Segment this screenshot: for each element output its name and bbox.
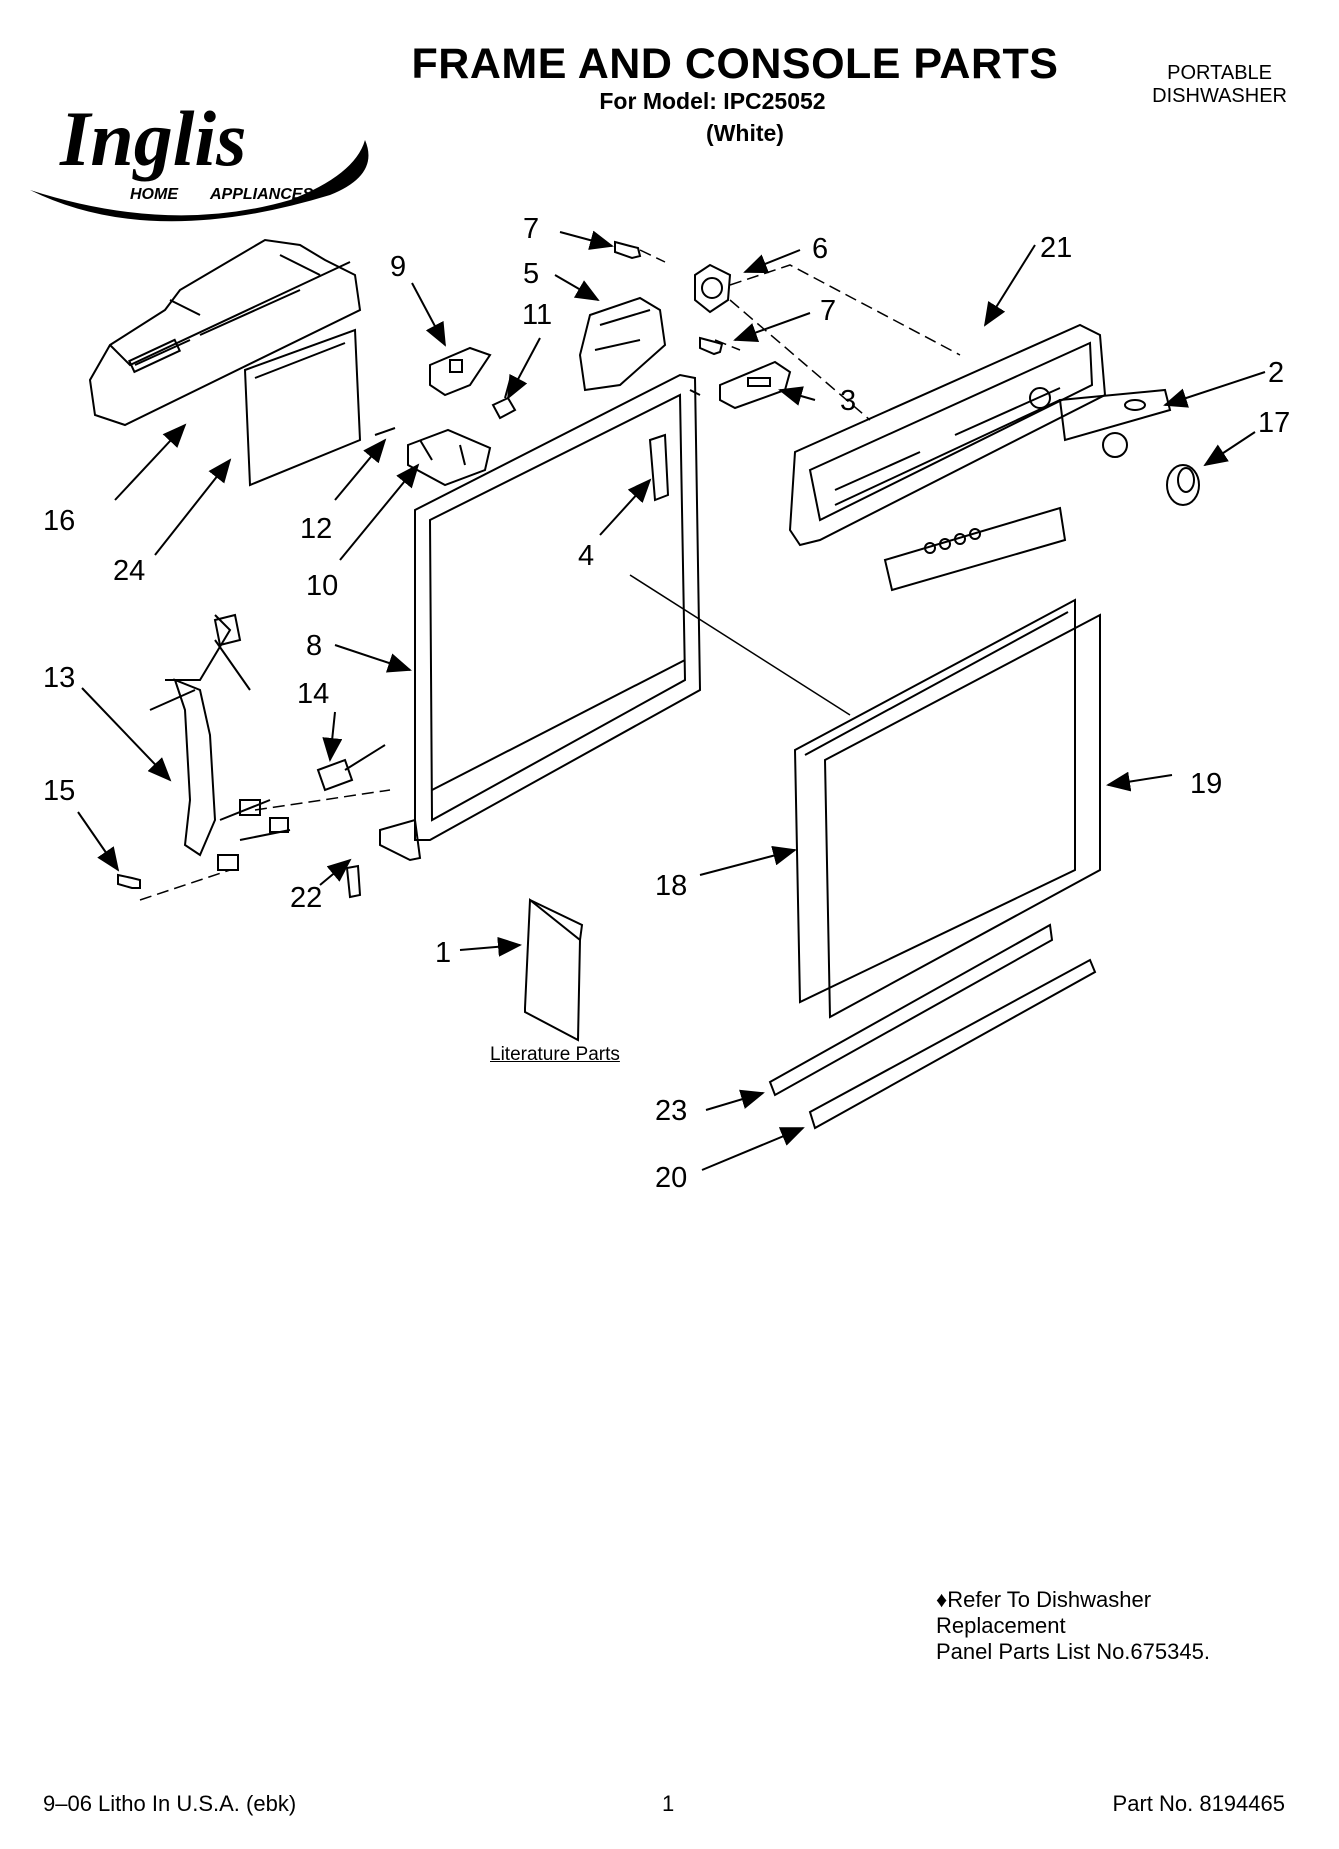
part-control-graphic bbox=[883, 506, 1067, 592]
part-22-clip bbox=[345, 864, 362, 899]
part-1-literature bbox=[524, 897, 584, 1042]
callout-11: 11 bbox=[522, 299, 552, 331]
part-8-door-frame bbox=[379, 373, 702, 862]
part-5-control-module bbox=[578, 296, 667, 392]
callout-22: 22 bbox=[290, 882, 322, 914]
callout-23: 23 bbox=[655, 1095, 687, 1127]
callout-9: 9 bbox=[390, 251, 406, 283]
callout-10: 10 bbox=[306, 570, 338, 602]
callout-18: 18 bbox=[655, 870, 687, 902]
color-variant: (White) bbox=[706, 120, 784, 146]
callout-4: 4 bbox=[578, 540, 594, 572]
part-6-selector bbox=[694, 263, 732, 314]
part-7-screw-mid bbox=[699, 336, 724, 356]
part-9-bracket bbox=[429, 346, 492, 397]
callout-12: 12 bbox=[300, 513, 332, 545]
callout-17: 17 bbox=[1258, 407, 1290, 439]
callout-7-top: 7 bbox=[523, 213, 539, 245]
part-7-screw-top bbox=[614, 240, 642, 260]
footer-page-number: 1 bbox=[662, 1791, 675, 1816]
logo-sub-appliances: APPLIANCES bbox=[209, 186, 313, 203]
part-24-panel bbox=[243, 328, 362, 487]
note-line3: Panel Parts List No.675345. bbox=[936, 1639, 1210, 1664]
part-21-control-panel bbox=[788, 323, 1107, 547]
part-11-switch bbox=[491, 379, 517, 420]
note-line1: ♦Refer To Dishwasher bbox=[936, 1587, 1152, 1612]
part-14-switch bbox=[316, 744, 386, 792]
model-number: For Model: IPC25052 bbox=[599, 88, 826, 114]
callout-14: 14 bbox=[297, 678, 329, 710]
literature-parts-label: Literature Parts bbox=[490, 1044, 620, 1065]
part-13-wire-harness bbox=[149, 613, 291, 871]
part-18-door-panel bbox=[793, 598, 1076, 1004]
callout-24: 24 bbox=[113, 555, 145, 587]
callout-13: 13 bbox=[43, 662, 75, 694]
part-17-knob bbox=[1102, 432, 1200, 506]
reference-lines bbox=[629, 574, 851, 716]
replacement-panel-note: ♦Refer To Dishwasher Replacement Panel P… bbox=[936, 1587, 1210, 1665]
part-12-pin bbox=[374, 427, 396, 436]
assembly-guide-lines bbox=[139, 249, 961, 901]
part-20-trim bbox=[808, 958, 1097, 1130]
product-type-line1: PORTABLE bbox=[1167, 62, 1273, 84]
callout-2: 2 bbox=[1268, 357, 1284, 389]
brand-logo: Inglis HOME APPLIANCES bbox=[30, 95, 369, 222]
callout-15: 15 bbox=[43, 775, 75, 807]
logo-sub-home: HOME bbox=[130, 186, 179, 203]
callout-20: 20 bbox=[655, 1162, 687, 1194]
callout-7-mid: 7 bbox=[820, 295, 836, 327]
part-3-latch bbox=[719, 360, 792, 410]
page-title: FRAME AND CONSOLE PARTS bbox=[411, 40, 1059, 88]
callout-19: 19 bbox=[1190, 768, 1222, 800]
callout-numbers: 7 6 5 7 3 21 2 17 9 11 12 10 4 16 24 8 1… bbox=[43, 213, 1290, 1194]
product-type: PORTABLE DISHWASHER bbox=[1152, 62, 1287, 108]
part-2-overlay bbox=[1058, 388, 1172, 442]
callout-16: 16 bbox=[43, 505, 75, 537]
footer-litho: 9–06 Litho In U.S.A. (ebk) bbox=[43, 1791, 297, 1816]
callout-3: 3 bbox=[840, 385, 856, 417]
part-16-console-housing bbox=[88, 238, 362, 427]
footer-part-number: Part No. 8194465 bbox=[1112, 1791, 1285, 1816]
note-line2: Replacement bbox=[936, 1613, 1066, 1638]
part-4-bracket bbox=[648, 433, 670, 502]
callout-1: 1 bbox=[435, 937, 451, 969]
callout-leaders bbox=[77, 230, 1266, 1171]
part-19-door-panel bbox=[823, 613, 1101, 1019]
callout-8: 8 bbox=[306, 630, 322, 662]
callout-21: 21 bbox=[1040, 232, 1072, 264]
callout-6: 6 bbox=[812, 233, 828, 265]
product-type-line2: DISHWASHER bbox=[1152, 85, 1287, 107]
part-15-screw bbox=[117, 873, 141, 889]
logo-wordmark: Inglis bbox=[59, 95, 246, 182]
callout-5: 5 bbox=[523, 258, 539, 290]
part-10-holder bbox=[407, 428, 492, 487]
part-23-trim bbox=[768, 923, 1054, 1097]
